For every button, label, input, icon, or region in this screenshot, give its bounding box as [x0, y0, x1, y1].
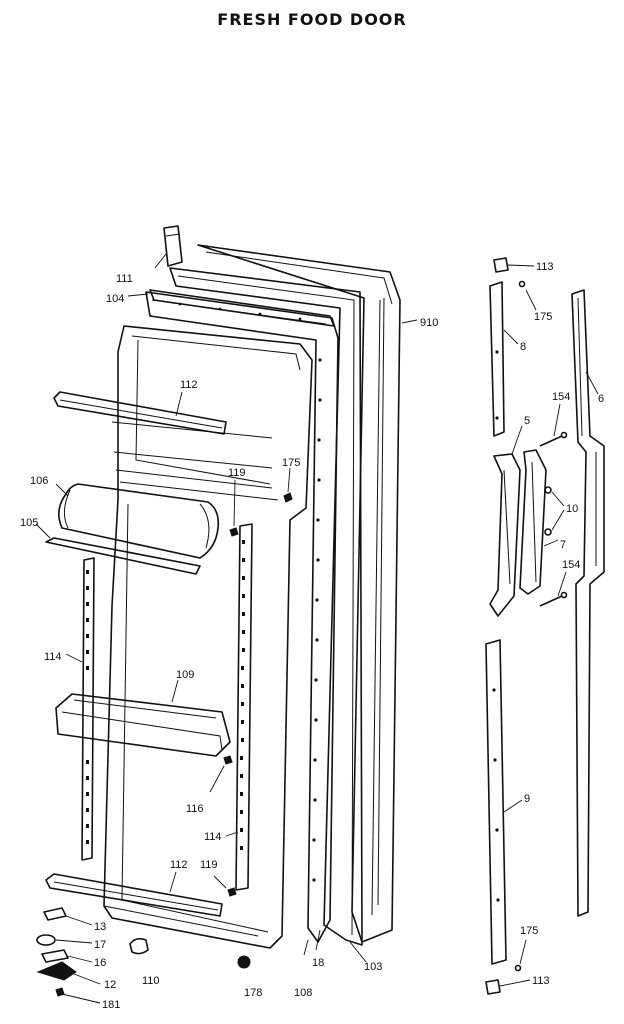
label-103: 103: [364, 961, 382, 973]
handle-grip-5: [489, 425, 523, 617]
hinge-bushing-17: [36, 934, 93, 946]
lower-shelf-rail: [45, 871, 223, 917]
screw-181: [55, 987, 101, 1004]
leader-108: [303, 939, 309, 956]
label-175-right: 175: [534, 311, 552, 323]
top-cap-111: [154, 225, 183, 269]
handle-cap-113-top: [493, 257, 535, 273]
side-trim-6: [571, 289, 605, 917]
label-154-upper: 154: [552, 391, 570, 403]
part-labels: 111 104 112 910 175 119 106 105 114 109 …: [20, 261, 604, 1011]
label-16: 16: [94, 957, 106, 969]
handle-trim-9: [485, 639, 523, 965]
handle-trim-8: [489, 281, 519, 437]
label-113-bottom: 113: [532, 975, 550, 987]
label-114-left: 114: [44, 651, 62, 663]
label-114-right: 114: [204, 831, 222, 843]
label-178: 178: [244, 987, 262, 999]
label-7: 7: [560, 539, 566, 551]
right-shelf-rail: [225, 523, 253, 891]
label-106: 106: [30, 475, 48, 487]
screw-119-upper: [229, 479, 239, 537]
door-shelf-bin: [55, 679, 231, 757]
label-113-top: 113: [536, 261, 554, 273]
screw-175-right: [518, 280, 537, 311]
label-18: 18: [312, 957, 324, 969]
hinge-plate-13: [43, 907, 93, 926]
label-6: 6: [598, 393, 604, 405]
stud-116: [209, 755, 233, 793]
door-liner-frame: [145, 291, 339, 943]
label-108: 108: [294, 987, 312, 999]
hinge-washer-16: [41, 949, 93, 963]
screw-154-upper: [539, 403, 568, 447]
label-910: 910: [420, 317, 438, 329]
screw-119-lower: [213, 875, 237, 897]
label-154-lower: 154: [562, 559, 580, 571]
label-116: 116: [186, 803, 204, 815]
label-175-lower: 175: [520, 925, 538, 937]
diagram-title: FRESH FOOD DOOR: [217, 10, 407, 29]
hinge-bracket-12: [36, 961, 101, 985]
handle-cap-113-bottom: [485, 979, 531, 995]
spacer-10: [544, 486, 565, 536]
label-13: 13: [94, 921, 106, 933]
label-104: 104: [106, 293, 124, 305]
leader-18: [315, 929, 321, 951]
label-12: 12: [104, 979, 116, 991]
screw-154-lower: [539, 571, 568, 607]
label-119-upper: 119: [228, 467, 246, 479]
label-8: 8: [520, 341, 526, 353]
label-119-lower: 119: [200, 859, 218, 871]
cam-110: [129, 937, 149, 955]
butter-shelf-105: [35, 523, 201, 575]
label-10: 10: [566, 503, 578, 515]
top-strip-104: [127, 289, 335, 327]
leader-103: [349, 941, 367, 963]
label-111: 111: [116, 273, 133, 285]
label-17: 17: [94, 939, 106, 951]
outer-door-panel: [197, 244, 418, 943]
plug-178: [237, 955, 251, 969]
butter-compartment: [55, 483, 220, 559]
label-112-top: 112: [180, 379, 198, 391]
label-109: 109: [176, 669, 194, 681]
door-gasket: [169, 267, 363, 946]
screw-175-upper: [283, 467, 293, 503]
label-110: 110: [142, 975, 160, 987]
upper-shelf-rail: [53, 391, 227, 435]
left-shelf-rail: [65, 557, 95, 861]
label-175-upper: 175: [282, 457, 300, 469]
label-181: 181: [102, 999, 120, 1011]
label-5: 5: [524, 415, 530, 427]
screw-175-lower: [514, 939, 527, 972]
label-112-bottom: 112: [170, 859, 188, 871]
label-9: 9: [524, 793, 530, 805]
handle-insert-7: [519, 449, 559, 595]
label-105: 105: [20, 517, 38, 529]
